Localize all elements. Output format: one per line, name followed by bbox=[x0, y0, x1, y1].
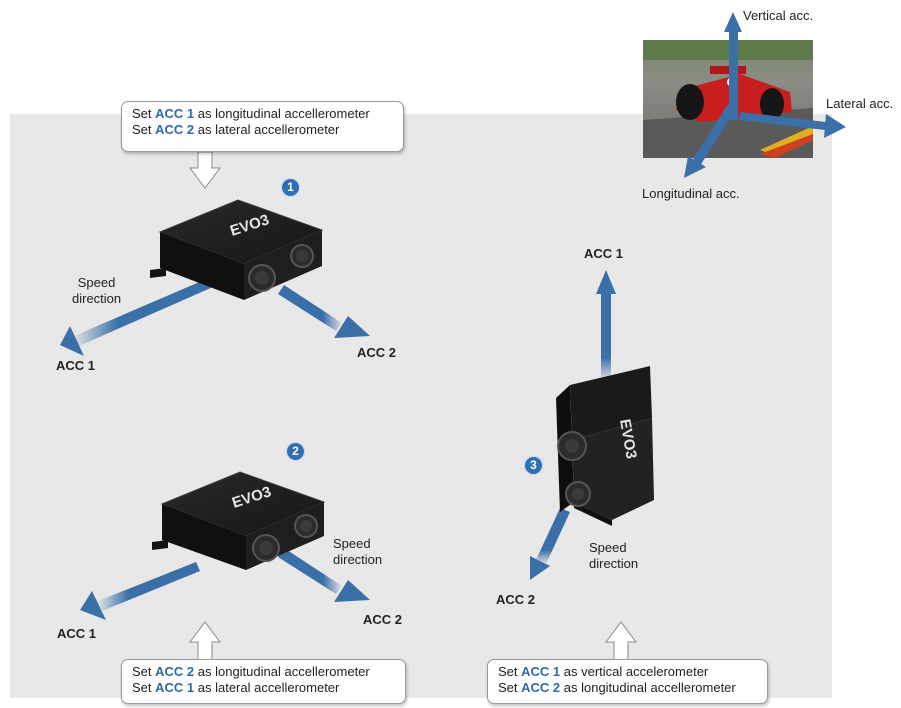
config1-arrow-acc1 bbox=[60, 274, 222, 356]
config3-speed-direction-label: Speed direction bbox=[589, 540, 638, 572]
config1-speed-word: Speed bbox=[77, 275, 116, 290]
callout-top: Set ACC 1 as longitudinal accellerometer… bbox=[121, 101, 404, 152]
config3-speed-word: Speed bbox=[589, 540, 627, 555]
config2-acc2-label: ACC 2 bbox=[363, 612, 403, 627]
car-axis-lateral-arrow bbox=[739, 112, 846, 138]
callout-top-line2: Set ACC 2 as lateral accellerometer bbox=[132, 122, 340, 137]
config3-logo: EVO3 bbox=[616, 418, 640, 460]
config1-direction-word: direction bbox=[72, 291, 122, 306]
car-axis-vertical-arrow bbox=[724, 12, 742, 120]
config2-speed-word: Speed bbox=[333, 536, 371, 551]
config2-arrow-acc1 bbox=[80, 562, 200, 620]
callout-bottom-left: Set ACC 2 as longitudinal accellerometer… bbox=[121, 659, 406, 704]
callout-bottom-right-line2: Set ACC 2 as longitudinal accellerometer bbox=[498, 680, 736, 695]
callout-bottom-right-line1: Set ACC 1 as vertical accelerometer bbox=[498, 664, 709, 679]
callout-bottom-left-line2: Set ACC 1 as lateral accellerometer bbox=[132, 680, 340, 695]
callout-bottom-left-line1: Set ACC 2 as longitudinal accellerometer bbox=[132, 664, 370, 679]
car-axis-longitudinal-arrow bbox=[684, 104, 736, 178]
config1-acc2-label: ACC 2 bbox=[357, 345, 397, 360]
config2-arrow-acc2 bbox=[278, 548, 370, 602]
callout-arrow-bottom-left bbox=[189, 621, 221, 661]
step-badge-3: 3 bbox=[524, 456, 543, 475]
callout-arrow-top bbox=[189, 151, 221, 189]
config3-arrow-acc1 bbox=[596, 270, 616, 380]
config3-device: EVO3 bbox=[556, 366, 654, 526]
callout-bottom-right: Set ACC 1 as vertical accelerometer Set … bbox=[487, 659, 768, 704]
lateral-acc-label: Lateral acc. bbox=[826, 96, 894, 111]
longitudinal-acc-label: Longitudinal acc. bbox=[642, 186, 740, 201]
callout-top-line1: Set ACC 1 as longitudinal accellerometer bbox=[132, 106, 370, 121]
config1-arrow-acc2 bbox=[278, 285, 370, 338]
background-panel bbox=[10, 114, 832, 698]
vertical-acc-label: Vertical acc. bbox=[743, 8, 814, 23]
config1-device: EVO3 bbox=[150, 199, 324, 300]
config2-acc1-label: ACC 1 bbox=[57, 626, 97, 641]
config1-speed-direction-label: Speed direction bbox=[72, 275, 121, 307]
config2-speed-direction-label: Speed direction bbox=[333, 536, 382, 568]
config3-arrow-acc2 bbox=[530, 508, 570, 580]
config3-acc1-label: ACC 1 bbox=[584, 246, 624, 261]
step-badge-1: 1 bbox=[281, 178, 300, 197]
race-car-photo bbox=[643, 40, 813, 158]
config2-direction-word: direction bbox=[333, 552, 383, 567]
config3-direction-word: direction bbox=[589, 556, 639, 571]
config2-device: EVO3 bbox=[152, 471, 326, 570]
config3-acc2-label: ACC 2 bbox=[496, 592, 536, 607]
config1-acc1-label: ACC 1 bbox=[56, 358, 96, 373]
callout-arrow-bottom-right bbox=[605, 621, 637, 661]
step-badge-2: 2 bbox=[286, 442, 305, 461]
